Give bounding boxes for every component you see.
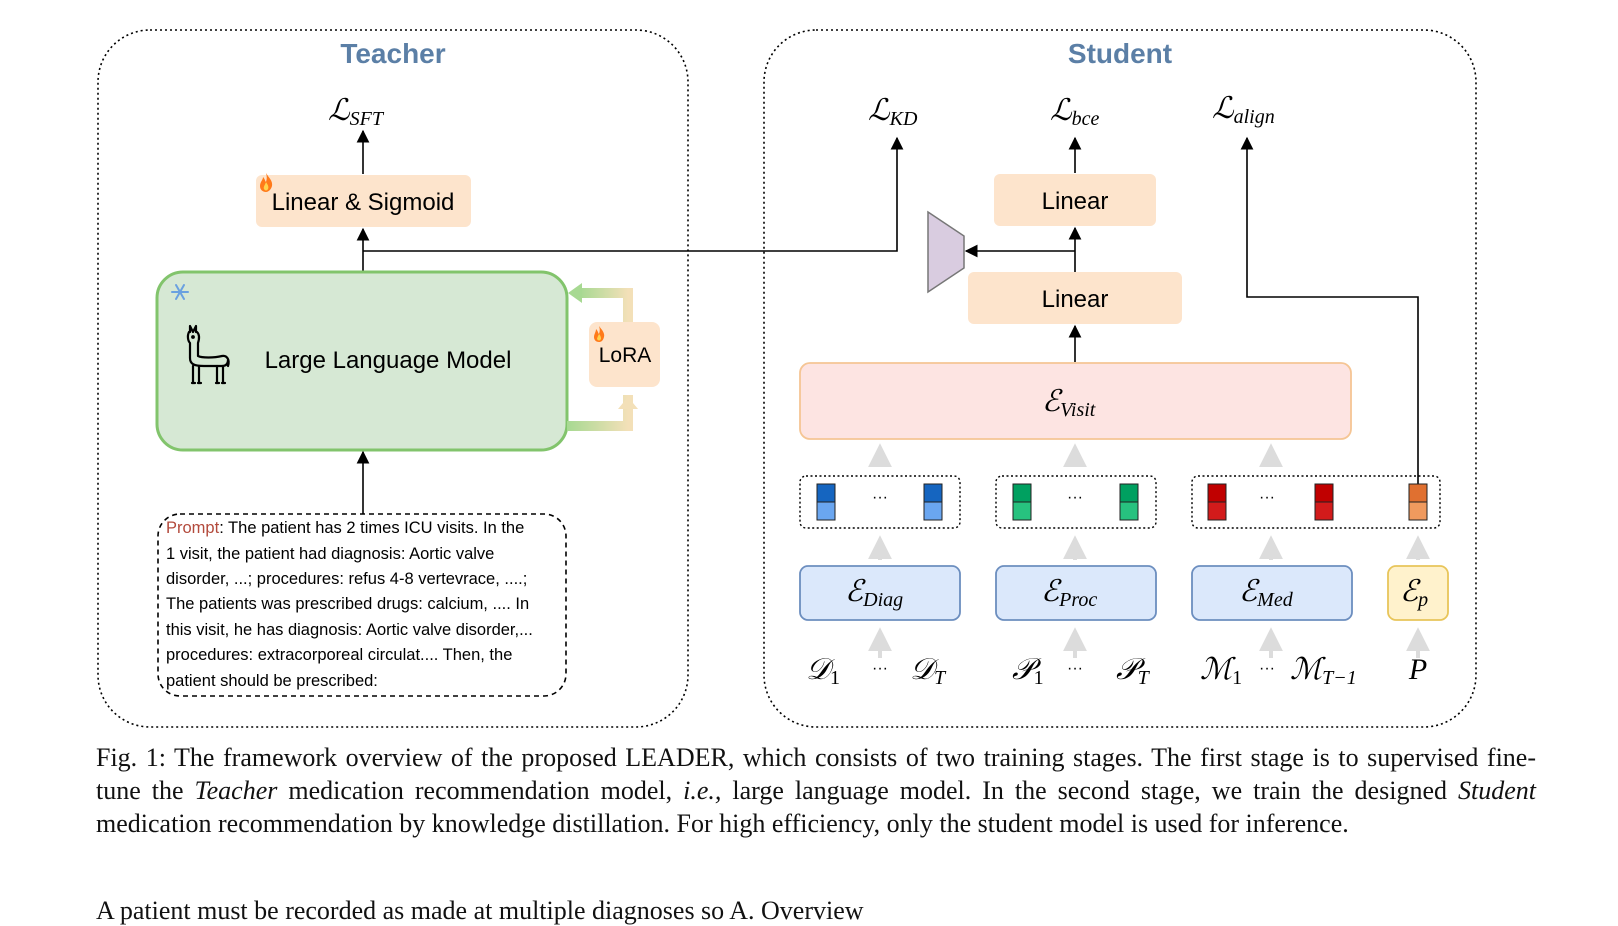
diag-embedding-group <box>799 475 961 529</box>
diag-embedding-block <box>923 483 943 521</box>
linear-bottom-box <box>968 272 1182 324</box>
llama-icon <box>186 324 230 385</box>
med-embedding-block <box>1314 483 1334 521</box>
input-p1: 𝒫1 <box>1012 653 1044 689</box>
llm-label: Large Language Model <box>265 347 512 374</box>
med-embedding-group <box>1191 475 1441 529</box>
input-pT: 𝒫T <box>1116 653 1151 689</box>
diag-encoder-label: ℰDiag <box>845 575 903 611</box>
diag-embedding-block <box>816 483 836 521</box>
proc-embedding-group <box>995 475 1157 529</box>
visit-encoder-box <box>799 362 1352 440</box>
student-panel <box>763 29 1477 728</box>
loss-sft: ℒSFT <box>328 94 385 130</box>
loss-align: ℒalign <box>1212 92 1275 128</box>
projector-shape <box>927 210 965 294</box>
trailing-text: A patient must be recorded as made at mu… <box>96 896 864 925</box>
llm-box <box>155 270 569 452</box>
teacher-title: Teacher <box>340 38 445 69</box>
ellipsis: ··· <box>872 489 888 506</box>
patient-embedding-block <box>1408 483 1428 521</box>
linear-sigmoid-label: Linear & Sigmoid <box>272 189 455 216</box>
input-patient: P <box>1408 653 1427 686</box>
med-encoder-box <box>1191 565 1353 621</box>
proc-encoder-label: ℰProc <box>1041 575 1097 611</box>
framework-diagram: Teacher ℒSFT Linear & Sigmoid Large Lang… <box>97 29 1477 728</box>
ellipsis: ··· <box>1259 489 1275 506</box>
linear-top-label: Linear <box>1042 188 1109 215</box>
proc-embedding-block <box>1119 483 1139 521</box>
ellipsis: ··· <box>1067 489 1083 506</box>
loss-kd: ℒKD <box>868 94 918 130</box>
input-m1: ℳ1 <box>1200 653 1242 689</box>
ellipsis: ··· <box>872 660 888 677</box>
linear-bottom-label: Linear <box>1042 286 1109 313</box>
student-title: Student <box>1068 38 1172 69</box>
ellipsis: ··· <box>1067 660 1083 677</box>
proc-encoder-box <box>995 565 1157 621</box>
linear-top-box <box>994 174 1156 226</box>
lora-label: LoRA <box>599 344 652 367</box>
lora-out-arrow <box>580 288 633 322</box>
prompt-box <box>157 513 567 697</box>
lora-box <box>589 322 660 387</box>
fire-icon <box>594 326 605 342</box>
diag-encoder-box <box>799 565 961 621</box>
loss-bce: ℒbce <box>1050 94 1099 130</box>
teacher-panel <box>97 29 689 728</box>
patient-encoder-box <box>1387 565 1449 621</box>
input-mT-1: ℳT−1 <box>1290 653 1357 689</box>
prompt-text: Prompt: The patient has 2 times ICU visi… <box>166 519 537 690</box>
ellipsis: ··· <box>1259 660 1275 677</box>
linear-sigmoid-box <box>256 175 471 227</box>
patient-encoder-label: ℰp <box>1400 575 1428 611</box>
input-d1: 𝒟1 <box>806 653 840 689</box>
fire-icon <box>260 173 273 192</box>
visit-encoder-label: ℰVisit <box>1042 385 1096 421</box>
med-embedding-block <box>1207 483 1227 521</box>
snowflake-icon <box>171 284 189 300</box>
med-encoder-label: ℰMed <box>1239 575 1294 611</box>
figure-caption: Fig. 1: The framework overview of the pr… <box>96 743 1536 838</box>
lora-in-arrow <box>567 395 633 431</box>
input-dT: 𝒟T <box>910 653 947 689</box>
proc-embedding-block <box>1012 483 1032 521</box>
